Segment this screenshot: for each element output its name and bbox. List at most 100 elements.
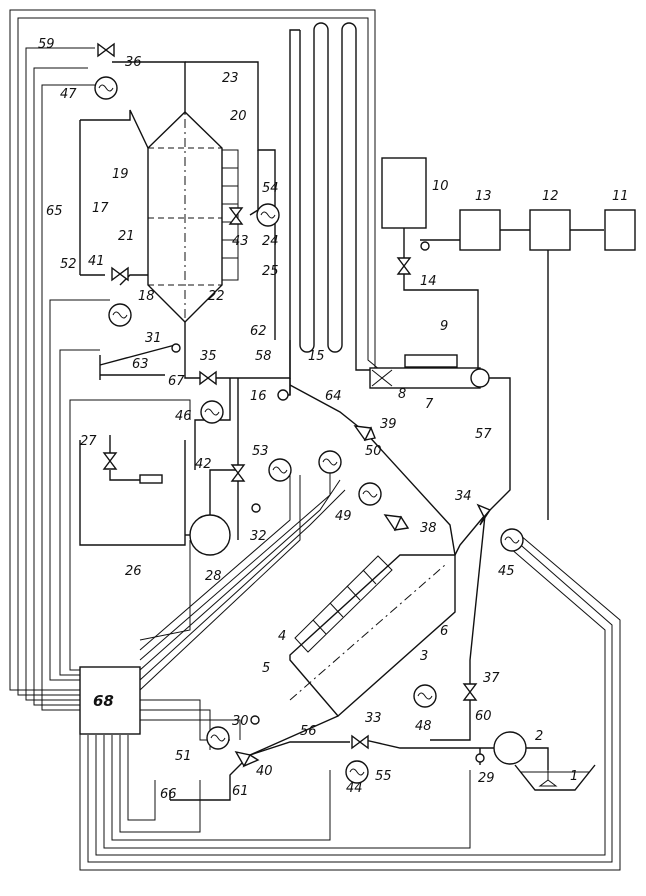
valve-43 (230, 208, 242, 224)
sensor-14b (421, 242, 429, 250)
label-28: 28 (205, 569, 222, 584)
valve-33 (352, 736, 368, 748)
label-38: 38 (420, 521, 437, 536)
valve-27 (104, 453, 116, 469)
label-23: 23 (222, 71, 239, 86)
actuator-44 (346, 761, 368, 783)
label-63: 63 (132, 357, 149, 372)
label-11: 11 (612, 189, 629, 204)
label-33: 33 (365, 711, 382, 726)
label-7: 7 (425, 397, 434, 412)
controller-label: 68 (93, 692, 114, 710)
label-40: 40 (256, 764, 273, 779)
valve-36 (98, 44, 114, 56)
actuator-50 (319, 451, 341, 473)
label-6: 6 (440, 624, 448, 639)
valve-42 (232, 465, 244, 481)
label-67: 67 (168, 374, 185, 389)
label-15: 15 (308, 349, 325, 364)
process-lines (80, 23, 635, 800)
valve-37 (464, 684, 476, 700)
actuator-53 (269, 459, 291, 481)
label-64: 64 (325, 389, 342, 404)
valve-38 (385, 515, 408, 530)
label-44: 44 (346, 781, 363, 796)
label-19: 19 (112, 167, 129, 182)
label-8: 8 (398, 387, 406, 402)
label-66: 66 (160, 787, 177, 802)
label-20: 20 (230, 109, 247, 124)
label-10: 10 (432, 179, 449, 194)
label-61: 61 (232, 784, 249, 799)
label-1: 1 (570, 769, 578, 784)
label-14: 14 (420, 274, 437, 289)
label-54: 54 (262, 181, 279, 196)
actuator-54 (257, 204, 279, 226)
label-35: 35 (200, 349, 217, 364)
label-3: 3 (420, 649, 428, 664)
label-26: 26 (125, 564, 142, 579)
actuator-47 (95, 77, 117, 99)
sensor-31 (172, 344, 180, 352)
actuator-52 (109, 304, 131, 326)
label-30: 30 (232, 714, 249, 729)
column-17 (112, 62, 275, 330)
actuator-45 (501, 529, 523, 551)
label-22: 22 (208, 289, 225, 304)
label-31: 31 (145, 331, 162, 346)
label-18: 18 (138, 289, 155, 304)
label-5: 5 (262, 661, 270, 676)
label-60: 60 (475, 709, 492, 724)
label-24: 24 (262, 234, 279, 249)
label-2: 2 (535, 729, 543, 744)
actuator-49 (359, 483, 381, 505)
actuators (95, 77, 523, 783)
label-43: 43 (232, 234, 249, 249)
label-32: 32 (250, 529, 267, 544)
control-bus-lines (10, 10, 620, 870)
label-48: 48 (415, 719, 432, 734)
label-21: 21 (118, 229, 135, 244)
sensor-32 (252, 504, 260, 512)
actuator-51 (207, 727, 229, 749)
label-42: 42 (195, 457, 212, 472)
label-39: 39 (380, 417, 397, 432)
actuator-46 (201, 401, 223, 423)
label-49: 49 (335, 509, 352, 524)
label-41: 41 (88, 254, 105, 269)
label-50: 50 (365, 444, 382, 459)
label-16: 16 (250, 389, 267, 404)
label-62: 62 (250, 324, 267, 339)
label-57: 57 (475, 427, 492, 442)
label-12: 12 (542, 189, 559, 204)
label-9: 9 (440, 319, 448, 334)
valve-39 (355, 426, 375, 440)
label-46: 46 (175, 409, 192, 424)
label-51: 51 (175, 749, 192, 764)
label-17: 17 (92, 201, 109, 216)
label-56: 56 (300, 724, 317, 739)
controller-block: 68 (80, 667, 140, 734)
label-59: 59 (38, 37, 55, 52)
label-45: 45 (498, 564, 515, 579)
label-29: 29 (478, 771, 495, 786)
label-4: 4 (278, 629, 286, 644)
label-13: 13 (475, 189, 492, 204)
valve-35 (200, 372, 216, 384)
label-34: 34 (455, 489, 472, 504)
label-65: 65 (46, 204, 63, 219)
actuator-48 (414, 685, 436, 707)
label-27: 27 (80, 434, 97, 449)
label-58: 58 (255, 349, 272, 364)
label-37: 37 (483, 671, 500, 686)
valve-14 (398, 258, 410, 274)
sensor-29 (476, 754, 484, 762)
label-25: 25 (262, 264, 279, 279)
label-53: 53 (252, 444, 269, 459)
label-55: 55 (375, 769, 392, 784)
label-36: 36 (125, 55, 142, 70)
label-52: 52 (60, 257, 77, 272)
valve-41 (112, 268, 128, 280)
sensor-30 (251, 716, 259, 724)
